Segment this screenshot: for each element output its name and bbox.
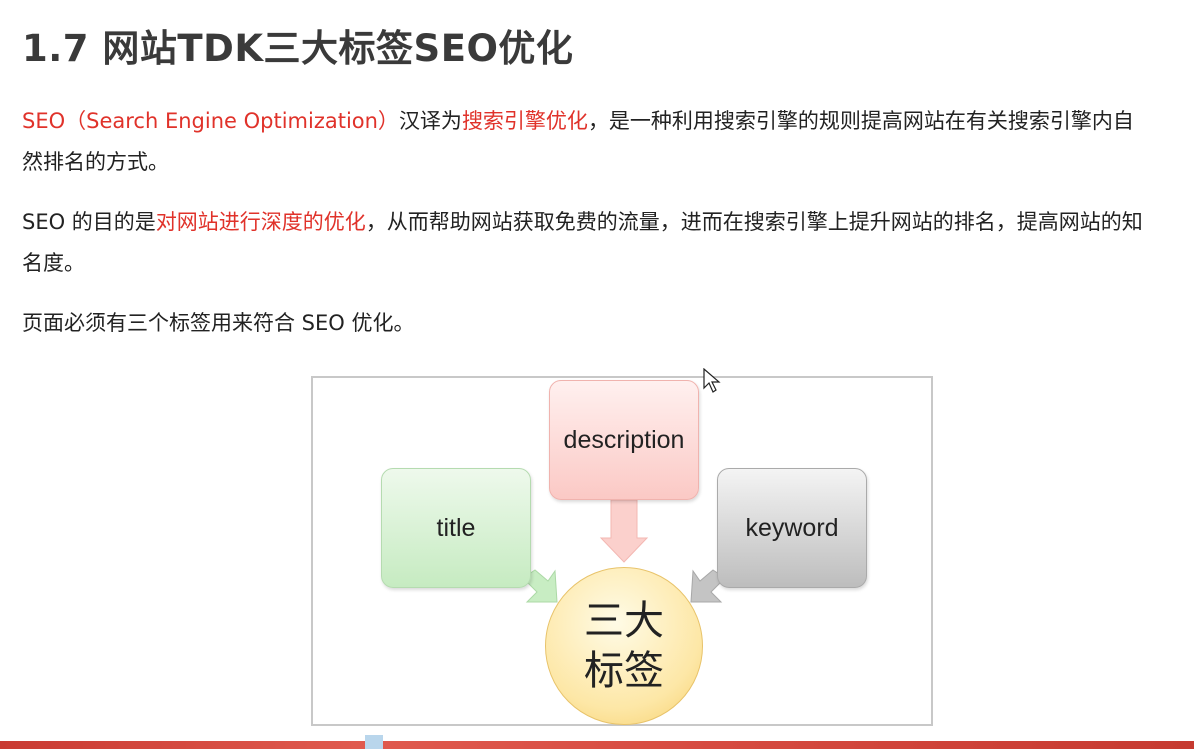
seo-definition-paragraph: SEO（Search Engine Optimization）汉译为搜索引擎优化… xyxy=(22,101,1152,183)
tdk-diagram: description title keyword 三大 标签 xyxy=(311,376,933,726)
seo-chinese-term: 搜索引擎优化 xyxy=(461,109,588,133)
three-tags-paragraph: 页面必须有三个标签用来符合 SEO 优化。 xyxy=(22,311,415,335)
paragraph-text: SEO 的目的是 xyxy=(22,210,156,234)
description-box: description xyxy=(549,380,699,500)
keyword-box: keyword xyxy=(717,468,867,588)
circle-label-line1: 三大 xyxy=(584,598,664,644)
seo-purpose-paragraph: SEO 的目的是对网站进行深度的优化，从而帮助网站获取免费的流量，进而在搜索引擎… xyxy=(22,202,1152,284)
bottom-bar-marker xyxy=(365,735,383,749)
highlight-term: 对网站进行深度的优化 xyxy=(155,210,366,234)
page-title: 1.7 网站TDK三大标签SEO优化 xyxy=(22,27,574,70)
three-tags-circle: 三大 标签 xyxy=(545,567,703,725)
seo-full-name: SEO（Search Engine Optimization） xyxy=(22,109,399,133)
title-box: title xyxy=(381,468,531,588)
arrow-title-icon xyxy=(522,569,558,603)
arrow-keyword-icon xyxy=(690,569,726,603)
paragraph-text: 汉译为 xyxy=(398,109,462,133)
paragraph-text: ，从而帮助网站获取免费的流量，进而在搜索引擎上提升网站的排名，提高网站的知名度。 xyxy=(22,210,1143,275)
arrow-down-icon xyxy=(599,499,649,563)
paragraph-text: ，是一种利用搜索引擎的规则提高网站在有关搜索引擎内自然排名的方式。 xyxy=(22,109,1134,174)
diagram-arrows xyxy=(522,499,726,603)
circle-label-line2: 标签 xyxy=(584,648,664,694)
mouse-pointer-icon xyxy=(703,368,721,393)
bottom-decoration-bar xyxy=(0,741,1194,749)
